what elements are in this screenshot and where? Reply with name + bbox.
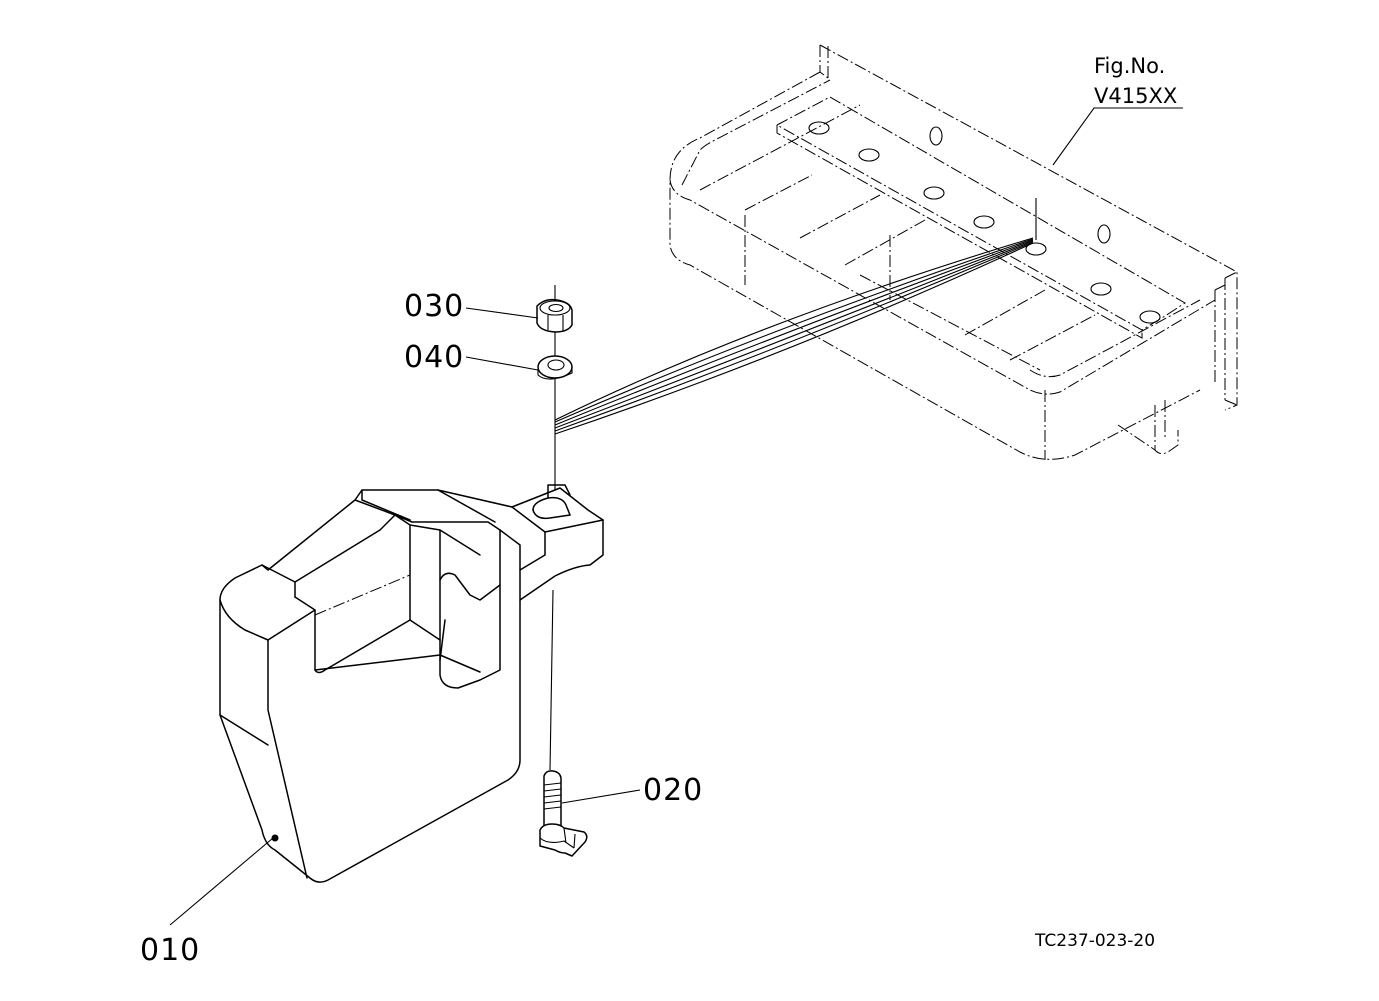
fig-no-label: Fig.No. (1094, 54, 1165, 78)
fig-number-callout: Fig.No. V415XX (1052, 54, 1183, 166)
bolt-020 (539, 770, 588, 857)
callout-010: 010 (140, 933, 200, 968)
bracket-holes (808, 121, 1161, 324)
callout-040: 040 (404, 340, 464, 375)
callout-020: 020 (643, 773, 703, 808)
bolt-axis-line-lower (549, 589, 554, 771)
callout-leaders (169, 307, 641, 926)
fig-number: V415XX (1094, 84, 1177, 108)
washer-040 (537, 355, 573, 380)
mounting-bracket (669, 44, 1238, 460)
weight-010 (219, 484, 604, 883)
callout-030: 030 (404, 289, 464, 324)
nut-030 (536, 298, 573, 333)
drawing-code: TC237-023-20 (1034, 931, 1155, 951)
assembly-connection-lines (554, 237, 1034, 435)
